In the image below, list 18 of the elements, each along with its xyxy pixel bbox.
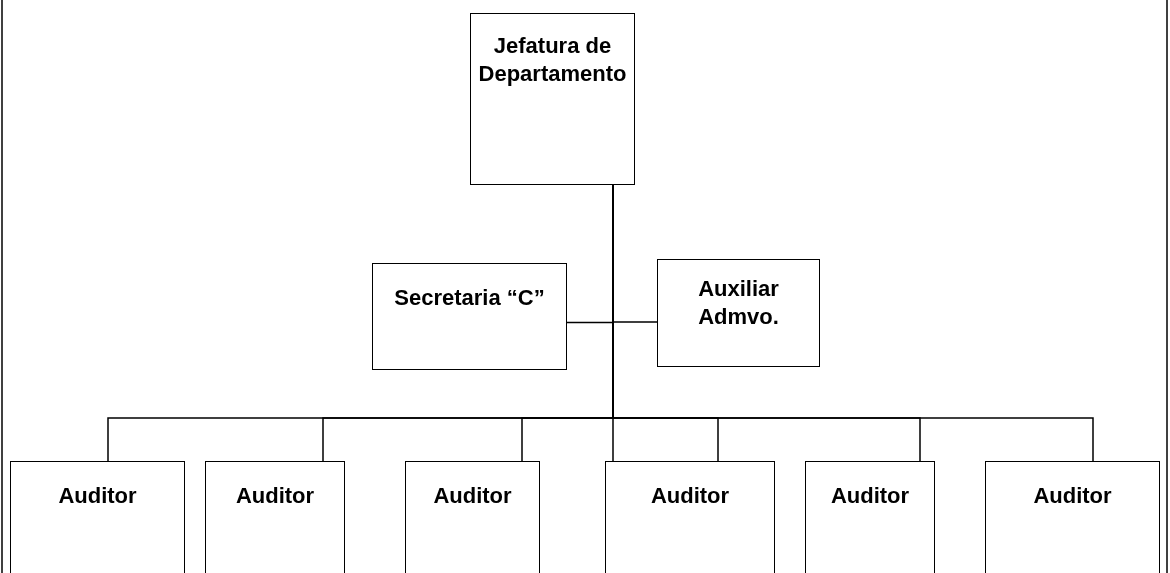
position-box <box>805 461 935 573</box>
position-title: Auditor <box>235 482 315 510</box>
position-title: Jefatura de Departamento <box>477 32 628 88</box>
position-box <box>985 461 1160 573</box>
position-title: Auditor <box>58 482 137 510</box>
position-box <box>405 461 540 573</box>
head-box <box>470 13 635 185</box>
position-box <box>10 461 185 573</box>
position-title: Auditor <box>433 482 512 510</box>
position-box <box>605 461 775 573</box>
position-box <box>657 259 820 367</box>
position-title: Auditor <box>650 482 730 510</box>
position-title: Secretaria “C” <box>394 284 545 312</box>
position-title: Auxiliar Admvo. <box>697 275 780 331</box>
position-box <box>372 263 567 370</box>
position-title: Auditor <box>1033 482 1112 510</box>
position-box <box>205 461 345 573</box>
position-title: Auditor <box>830 482 910 510</box>
